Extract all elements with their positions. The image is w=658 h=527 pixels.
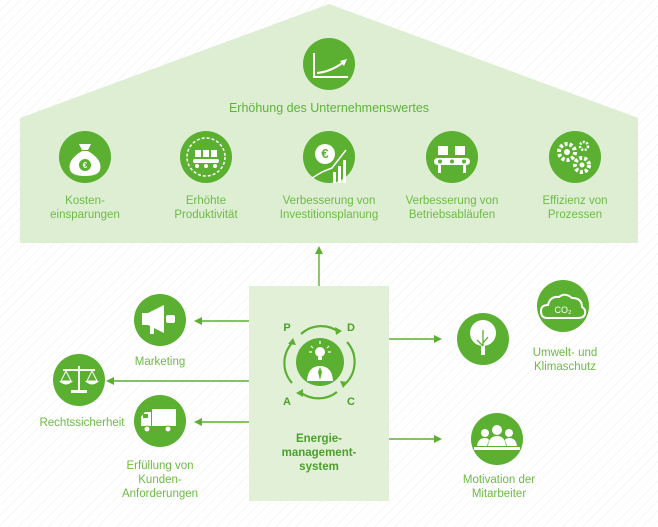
- house-title: Erhöhung des Unternehmenswertes: [228, 101, 430, 115]
- benefit-label-line: Verbesserung von: [405, 195, 499, 207]
- environment-label-line: Klimaschutz: [534, 361, 596, 373]
- production-cycle-icon: [180, 131, 232, 183]
- ems-panel: [249, 286, 389, 501]
- scales-icon: [53, 354, 105, 406]
- growth-chart-icon: [303, 38, 355, 90]
- customers-label-line: Anforderungen: [121, 488, 199, 500]
- conveyor-belt-icon: [426, 131, 478, 183]
- pdca-p: P: [283, 322, 291, 334]
- customers-label: Erfüllung von Kunden- Anforderungen: [105, 459, 215, 501]
- benefit-process-efficiency: Effizienz von Prozessen: [520, 194, 630, 222]
- benefit-cost-savings: Kosten- einsparungen: [35, 194, 135, 222]
- co2-cloud-icon: CO₂: [537, 280, 589, 332]
- co2-text: CO₂: [555, 305, 573, 315]
- customers-label-line: Kunden-: [138, 474, 182, 486]
- svg-text:€: €: [83, 161, 88, 170]
- benefit-label-line: Verbesserung von: [282, 195, 376, 207]
- money-bag-euro-icon: €: [59, 131, 111, 183]
- motivation-label: Motivation der Mitarbeiter: [444, 473, 554, 501]
- benefit-label-line: Produktivität: [174, 209, 238, 221]
- benefit-label-line: Erhöhte: [185, 195, 227, 207]
- gears-icon: [549, 131, 601, 183]
- benefit-label-line: einsparungen: [50, 209, 120, 221]
- benefit-investment-planning: Verbesserung von Investitionsplanung: [264, 194, 394, 222]
- arrow-heads: [106, 246, 442, 443]
- ems-label-line: Energie-: [295, 433, 342, 445]
- house-panel: [20, 4, 638, 243]
- benefit-label-line: Betriebsabläufen: [408, 209, 496, 221]
- benefit-label-line: Investitionsplanung: [279, 209, 379, 221]
- motivation-label-line: Mitarbeiter: [471, 488, 527, 500]
- euro-growth-icon: €: [303, 131, 355, 183]
- ems-label-line: system: [299, 461, 339, 473]
- connector-arrows: [112, 250, 436, 440]
- environment-label: Umwelt- und Klimaschutz: [515, 346, 615, 374]
- tree-icon: [457, 313, 509, 365]
- customers-label-line: Erfüllung von: [126, 460, 194, 472]
- benefit-operations: Verbesserung von Betriebsabläufen: [392, 194, 512, 222]
- benefit-label-line: Effizienz von: [542, 195, 608, 207]
- marketing-label: Marketing: [134, 356, 186, 368]
- benefit-label-line: Prozessen: [547, 209, 603, 221]
- pdca-a: A: [283, 396, 291, 408]
- pdca-d: D: [347, 322, 355, 334]
- motivation-label-line: Motivation der: [462, 474, 536, 486]
- legal-label: Rechtssicherheit: [39, 417, 125, 429]
- manager-idea-icon: [296, 338, 344, 386]
- ems-label-line: management-: [281, 447, 357, 459]
- environment-label-line: Umwelt- und: [532, 347, 598, 359]
- ems-label: Energie- management- system: [259, 432, 379, 474]
- pdca-cycle: [283, 325, 356, 400]
- benefit-productivity: Erhöhte Produktivität: [151, 194, 261, 222]
- pdca-c: C: [347, 396, 355, 408]
- team-icon: [471, 413, 523, 465]
- svg-text:€: €: [321, 146, 328, 161]
- benefit-label-line: Kosten-: [65, 195, 105, 207]
- megaphone-icon: [134, 294, 186, 346]
- truck-icon: [134, 395, 186, 447]
